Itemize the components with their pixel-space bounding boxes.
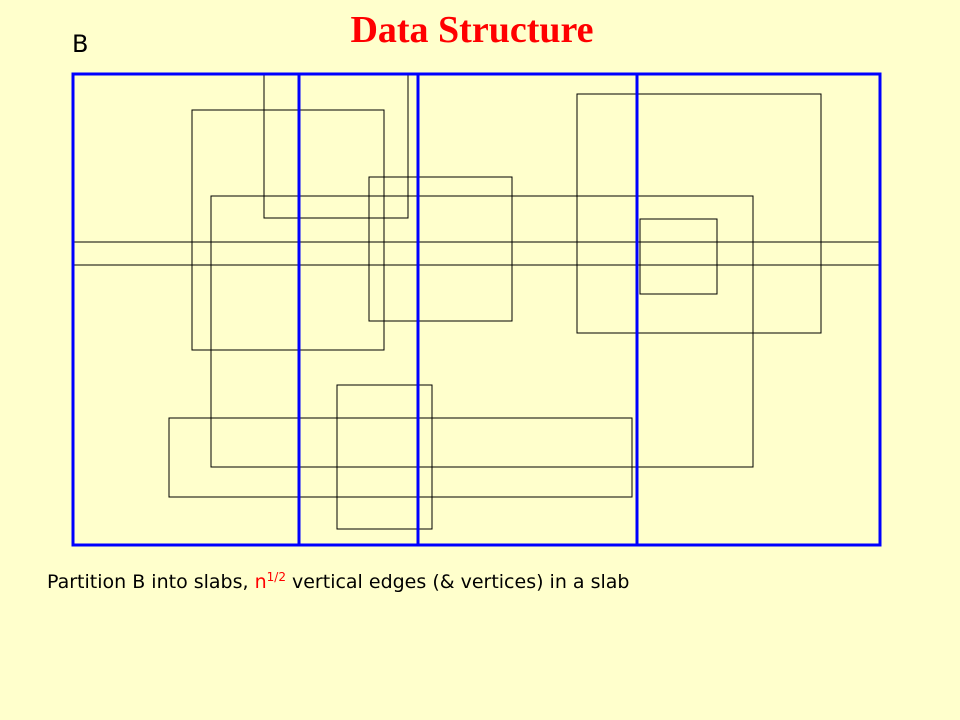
caption-suffix: vertical edges (& vertices) in a slab [285,571,630,593]
caption: Partition B into slabs, n1/2 vertical ed… [47,570,629,593]
caption-prefix: Partition B into slabs, [47,571,255,593]
rectangle [336,384,433,530]
caption-n: n1/2 [254,570,286,593]
rectangle [168,417,633,498]
box-label-b: B [72,30,89,58]
rectangle [576,93,822,334]
caption-n-letter: n [254,571,267,593]
bounding-box-b [71,72,882,547]
rectangle [639,218,718,295]
slide-title: Data Structure [350,9,594,51]
rectangle [210,195,754,468]
caption-exponent: 1/2 [266,570,286,584]
rectangle [191,109,385,351]
rectangle [368,176,513,322]
